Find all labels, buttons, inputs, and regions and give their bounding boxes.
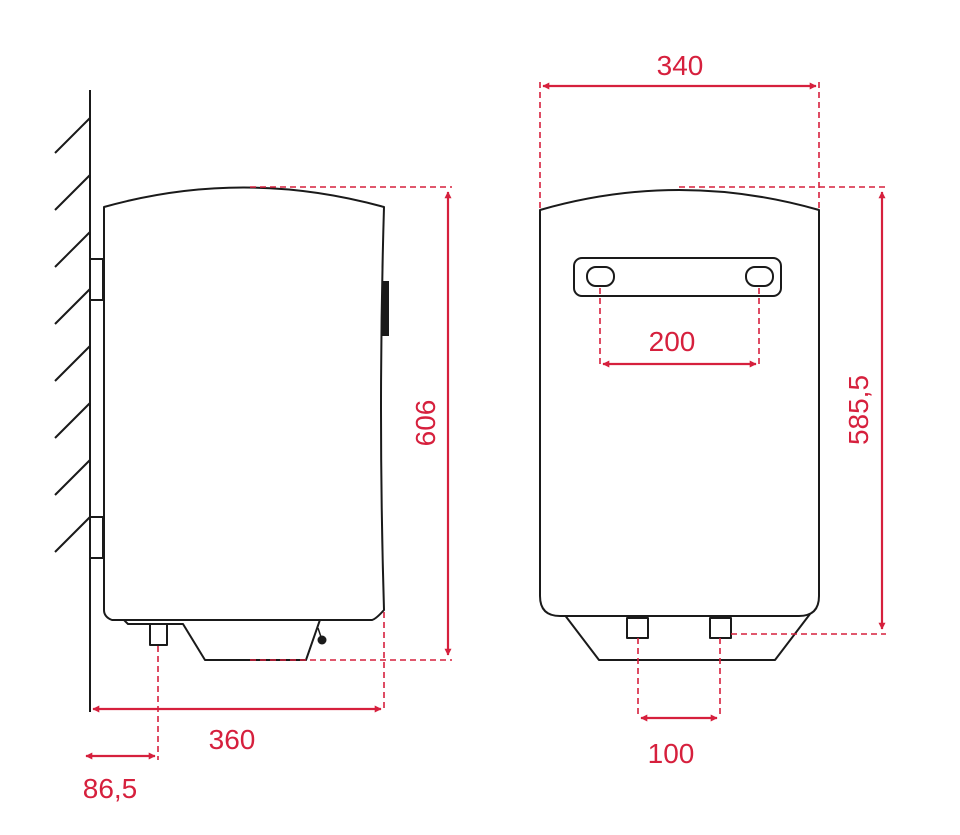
dimension-labels: 606 360 86,5 340 200 585,5 100 <box>83 50 874 804</box>
side-tank-body <box>103 186 385 621</box>
label-front-width: 340 <box>657 50 704 81</box>
wall-bracket-top <box>89 258 104 301</box>
label-front-height: 585,5 <box>843 375 874 445</box>
front-tank-body <box>539 189 820 617</box>
bracket-hole-right <box>745 266 774 287</box>
front-view <box>539 189 820 661</box>
side-outlet-pipe <box>149 623 168 646</box>
bracket-hole-left <box>586 266 615 287</box>
label-side-height: 606 <box>410 400 441 447</box>
label-side-depth: 360 <box>209 724 256 755</box>
front-pipe-left <box>626 617 649 639</box>
side-view <box>54 90 389 712</box>
wall-hatching <box>54 117 91 553</box>
label-outlet-offset: 86,5 <box>83 773 138 804</box>
dimension-lines <box>85 82 886 760</box>
wall-bracket-bottom <box>89 516 104 559</box>
label-bracket-spacing: 200 <box>649 326 696 357</box>
side-control-panel <box>382 281 389 336</box>
front-bottom-cover <box>563 613 811 661</box>
front-mounting-bracket <box>573 257 782 297</box>
label-pipe-spacing: 100 <box>648 738 695 769</box>
front-pipe-right <box>709 617 732 639</box>
